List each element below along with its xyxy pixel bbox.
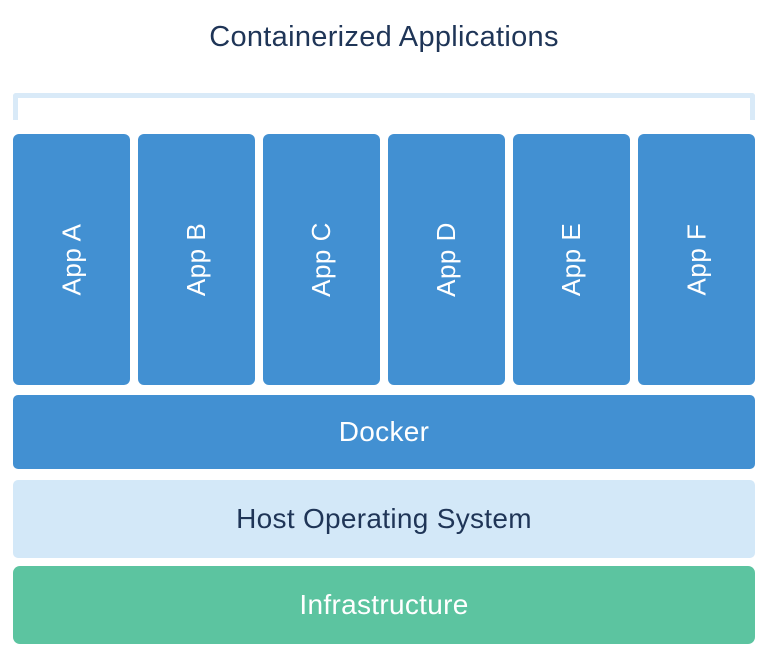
app-container-a: App A (13, 134, 130, 385)
app-container-c: App C (263, 134, 380, 385)
app-container-e: App E (513, 134, 630, 385)
host-os-layer: Host Operating System (13, 480, 755, 558)
app-label-a: App A (56, 223, 86, 296)
app-container-b: App B (138, 134, 255, 385)
app-label-b: App B (180, 222, 211, 297)
app-containers-row: App A App B App C App D App E App F (13, 134, 755, 385)
docker-layer: Docker (13, 395, 755, 469)
app-label-d: App D (430, 222, 461, 297)
app-container-f: App F (638, 134, 755, 385)
app-label-c: App C (305, 222, 336, 297)
app-container-d: App D (388, 134, 505, 385)
diagram-title: Containerized Applications (209, 21, 559, 53)
app-label-e: App E (555, 222, 586, 297)
applications-bracket (13, 93, 755, 120)
app-label-f: App F (681, 223, 711, 296)
infrastructure-layer: Infrastructure (13, 566, 755, 644)
